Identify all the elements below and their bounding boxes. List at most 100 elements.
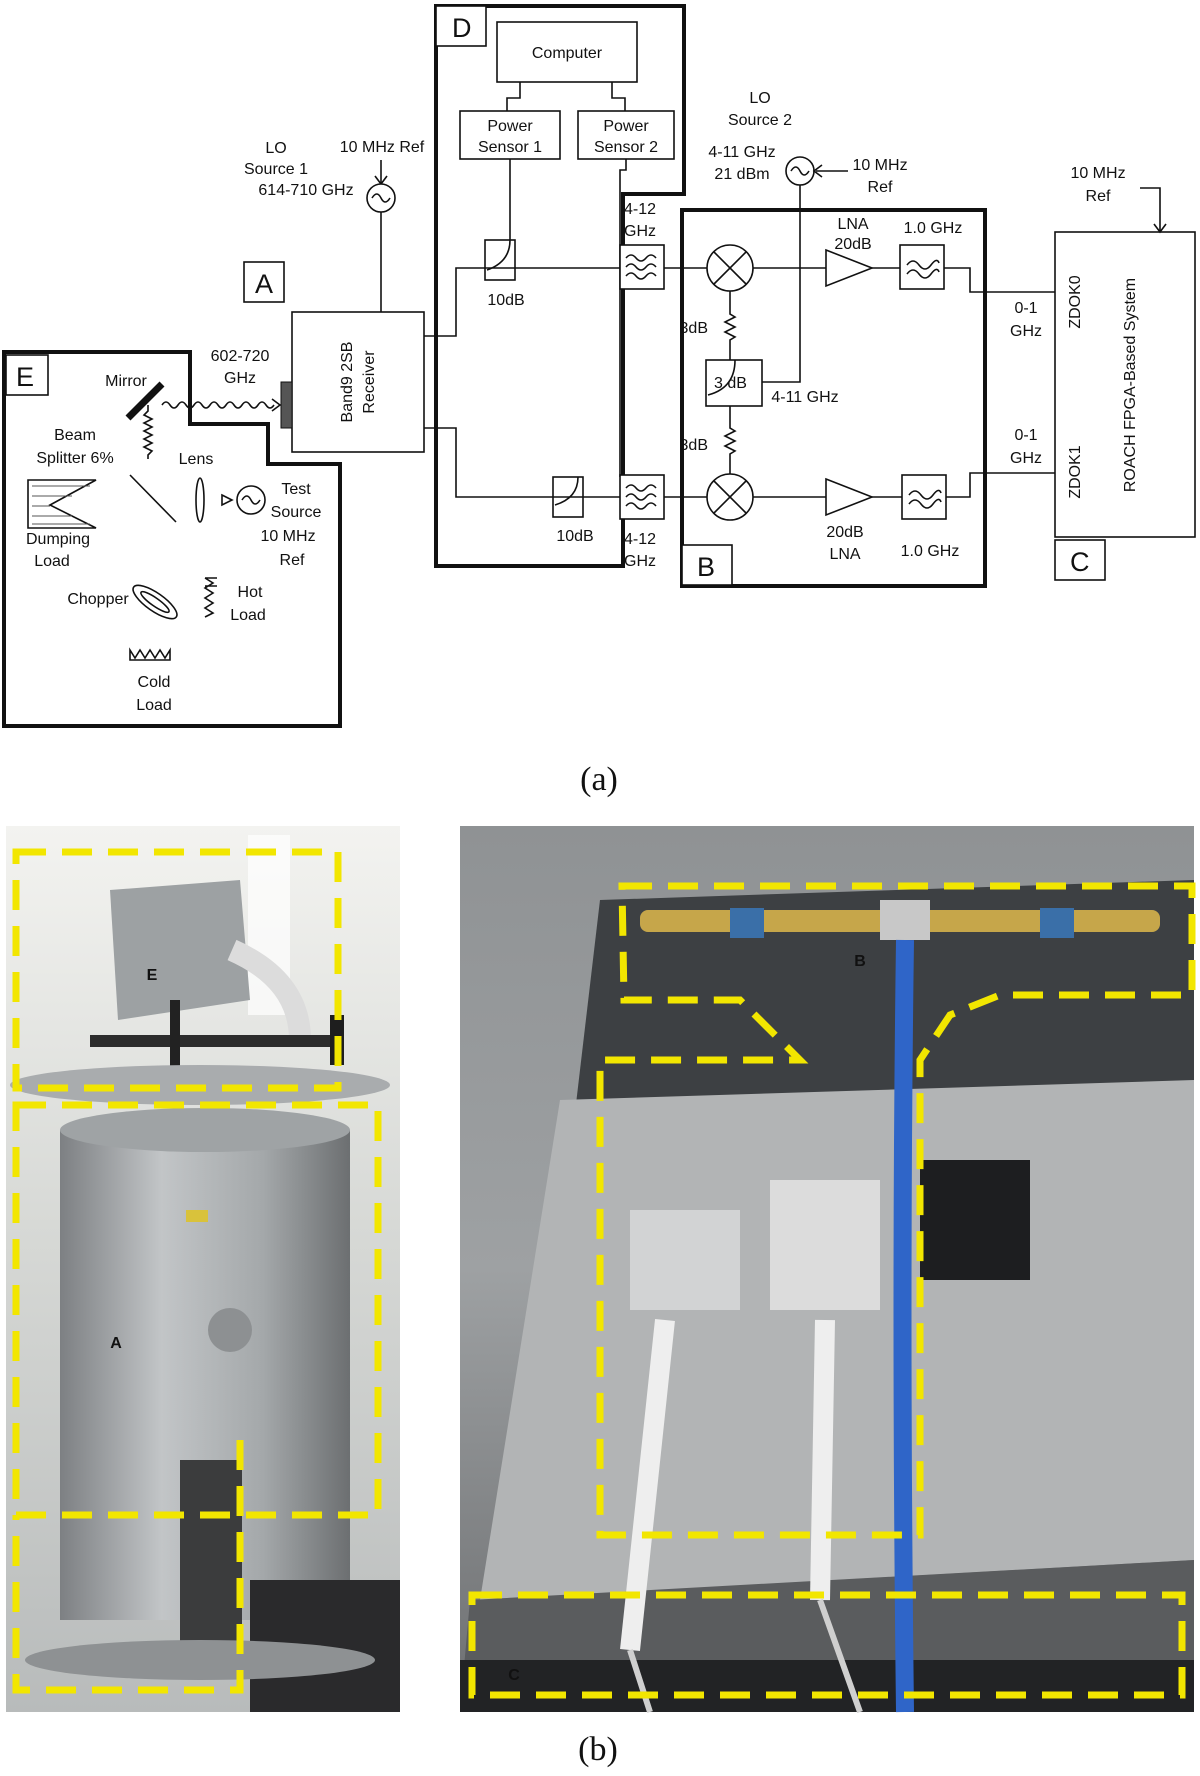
beam-splitter-icon bbox=[129, 474, 177, 523]
svg-text:Mirror: Mirror bbox=[105, 373, 147, 390]
receiver-feed-horn bbox=[280, 381, 293, 429]
svg-text:3 dB: 3 dB bbox=[714, 375, 747, 392]
svg-text:Splitter 6%: Splitter 6% bbox=[36, 450, 113, 467]
dumping-load-icon bbox=[27, 479, 97, 529]
highlight-c bbox=[468, 1591, 1186, 1699]
svg-text:Sensor 1: Sensor 1 bbox=[478, 139, 542, 156]
block-d-outline bbox=[434, 4, 686, 568]
svg-text:GHz: GHz bbox=[624, 223, 656, 240]
svg-text:3dB: 3dB bbox=[680, 437, 708, 454]
svg-text:Ref: Ref bbox=[1086, 188, 1111, 205]
svg-text:Test: Test bbox=[281, 481, 311, 498]
svg-text:GHz: GHz bbox=[1010, 450, 1042, 467]
svg-text:4-11 GHz: 4-11 GHz bbox=[708, 144, 775, 161]
svg-text:614-710 GHz: 614-710 GHz bbox=[258, 182, 353, 199]
block-d-tag bbox=[435, 5, 487, 47]
highlight-e bbox=[12, 848, 342, 1092]
svg-text:10 MHz: 10 MHz bbox=[260, 528, 315, 545]
block-a-tag bbox=[243, 261, 285, 303]
svg-text:Receiver: Receiver bbox=[361, 350, 378, 414]
svg-text:B: B bbox=[854, 953, 866, 970]
coupler-top bbox=[484, 239, 516, 281]
svg-text:Chopper: Chopper bbox=[67, 591, 129, 608]
computer-label: Computer bbox=[532, 45, 603, 62]
svg-text:LO: LO bbox=[749, 90, 770, 107]
receiver-box bbox=[291, 311, 425, 453]
svg-text:GHz: GHz bbox=[624, 553, 656, 570]
svg-text:20dB: 20dB bbox=[834, 236, 871, 253]
svg-text:602-720: 602-720 bbox=[211, 348, 270, 365]
block-d-label: D bbox=[452, 13, 472, 43]
svg-text:1.0 GHz: 1.0 GHz bbox=[904, 220, 963, 237]
svg-text:0-1: 0-1 bbox=[1014, 427, 1037, 444]
hot-load-icon bbox=[203, 577, 217, 618]
svg-text:Power: Power bbox=[487, 118, 533, 135]
svg-text:Power: Power bbox=[603, 118, 649, 135]
svg-text:GHz: GHz bbox=[1010, 323, 1042, 340]
cold-load-icon bbox=[129, 647, 171, 661]
block-e-tag bbox=[5, 354, 49, 396]
lna-bottom bbox=[825, 477, 875, 517]
photo-left bbox=[6, 826, 400, 1712]
svg-text:Load: Load bbox=[136, 697, 172, 714]
svg-text:21 dBm: 21 dBm bbox=[714, 166, 769, 183]
svg-text:LNA: LNA bbox=[829, 546, 860, 563]
svg-text:ROACH FPGA-Based System: ROACH FPGA-Based System bbox=[1122, 278, 1139, 492]
lpf-top bbox=[899, 244, 945, 290]
svg-text:C: C bbox=[508, 1667, 520, 1684]
svg-text:E: E bbox=[147, 967, 158, 984]
svg-text:Cold: Cold bbox=[138, 674, 171, 691]
svg-text:Load: Load bbox=[34, 553, 70, 570]
svg-text:4-12: 4-12 bbox=[624, 201, 656, 218]
svg-text:Source 2: Source 2 bbox=[728, 112, 792, 129]
svg-text:Ref: Ref bbox=[868, 179, 893, 196]
computer-box bbox=[496, 21, 638, 83]
block-c-tag bbox=[1054, 539, 1106, 581]
svg-text:10 MHz Ref: 10 MHz Ref bbox=[340, 139, 425, 156]
bpf-top bbox=[619, 244, 665, 290]
svg-text:ZDOK1: ZDOK1 bbox=[1067, 445, 1084, 498]
svg-text:Source 1: Source 1 bbox=[244, 161, 308, 178]
svg-text:20dB: 20dB bbox=[826, 524, 863, 541]
caption-a: (a) bbox=[580, 761, 618, 798]
highlight-a-upper bbox=[12, 1101, 382, 1519]
svg-text:Lens: Lens bbox=[179, 451, 214, 468]
svg-text:GHz: GHz bbox=[224, 370, 256, 387]
svg-text:Load: Load bbox=[230, 607, 266, 624]
svg-text:1.0 GHz: 1.0 GHz bbox=[901, 543, 960, 560]
highlight-b-c bbox=[596, 882, 1196, 1539]
lpf-bottom bbox=[901, 474, 947, 520]
roach-box bbox=[1054, 231, 1196, 538]
svg-text:ZDOK0: ZDOK0 bbox=[1067, 275, 1084, 328]
svg-text:10 MHz: 10 MHz bbox=[852, 157, 907, 174]
chopper-icon bbox=[132, 584, 178, 620]
lens-icon bbox=[195, 477, 205, 523]
svg-text:Source: Source bbox=[271, 504, 322, 521]
svg-text:10dB: 10dB bbox=[487, 292, 524, 309]
svg-text:Dumping: Dumping bbox=[26, 531, 90, 548]
svg-text:Ref: Ref bbox=[280, 552, 305, 569]
svg-text:Sensor 2: Sensor 2 bbox=[594, 139, 658, 156]
svg-text:Beam: Beam bbox=[54, 427, 96, 444]
photo-right bbox=[460, 826, 1194, 1714]
svg-text:B: B bbox=[697, 552, 715, 582]
svg-text:LO: LO bbox=[265, 140, 286, 157]
svg-text:E: E bbox=[16, 362, 34, 392]
block-b-outline bbox=[680, 208, 987, 588]
lna-top bbox=[825, 248, 875, 288]
svg-text:10dB: 10dB bbox=[556, 528, 593, 545]
svg-text:LNA: LNA bbox=[837, 216, 868, 233]
test-source-horn bbox=[221, 493, 234, 507]
svg-text:10 MHz: 10 MHz bbox=[1070, 165, 1125, 182]
caption-b: (b) bbox=[578, 1731, 618, 1768]
svg-text:C: C bbox=[1070, 547, 1090, 577]
svg-text:Hot: Hot bbox=[238, 584, 263, 601]
svg-text:4-12: 4-12 bbox=[624, 531, 656, 548]
svg-text:A: A bbox=[255, 269, 273, 299]
block-e-outline bbox=[2, 350, 342, 728]
svg-text:Band9 2SB: Band9 2SB bbox=[339, 342, 356, 423]
svg-text:4-11 GHz: 4-11 GHz bbox=[771, 389, 838, 406]
mirror-icon bbox=[125, 381, 165, 421]
svg-text:3dB: 3dB bbox=[680, 320, 708, 337]
